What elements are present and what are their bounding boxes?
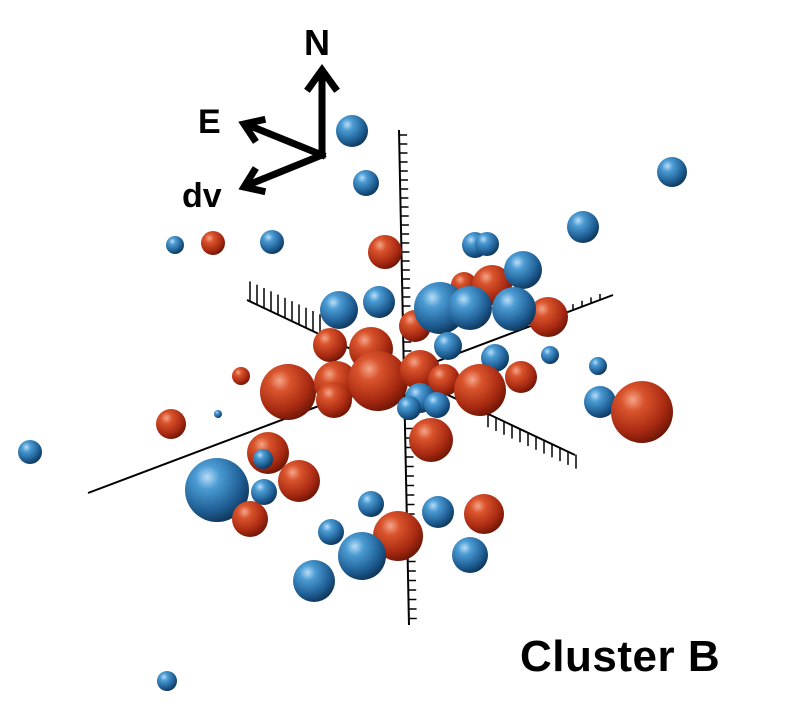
red-sphere — [232, 501, 268, 537]
blue-sphere — [424, 392, 450, 418]
red-sphere — [156, 409, 186, 439]
compass-north-label: N — [304, 22, 330, 63]
blue-sphere — [260, 230, 284, 254]
blue-sphere — [397, 396, 421, 420]
blue-sphere — [185, 458, 249, 522]
blue-sphere — [541, 346, 559, 364]
blue-sphere — [318, 519, 344, 545]
red-sphere — [313, 328, 347, 362]
blue-sphere — [434, 332, 462, 360]
red-sphere — [373, 511, 423, 561]
red-sphere — [611, 381, 673, 443]
blue-sphere — [452, 537, 488, 573]
red-sphere — [278, 460, 320, 502]
red-sphere — [368, 235, 402, 269]
compass-dv-label: dv — [182, 177, 222, 215]
axis-ticks — [249, 134, 601, 620]
blue-sphere — [422, 496, 454, 528]
blue-sphere — [481, 344, 509, 372]
blue-sphere — [293, 560, 335, 602]
blue-sphere — [336, 115, 368, 147]
blue-sphere — [492, 287, 536, 331]
blue-sphere — [214, 410, 222, 418]
blue-sphere — [353, 170, 379, 196]
blue-sphere — [567, 211, 599, 243]
compass-east-label: E — [198, 103, 221, 141]
blue-sphere — [448, 286, 492, 330]
cluster-label: Cluster B — [520, 632, 721, 681]
red-sphere — [348, 351, 408, 411]
red-sphere — [454, 364, 506, 416]
blue-sphere — [584, 386, 616, 418]
red-sphere — [528, 297, 568, 337]
blue-sphere — [320, 291, 358, 329]
blue-sphere — [475, 232, 499, 256]
blue-sphere — [504, 251, 542, 289]
red-sphere — [464, 494, 504, 534]
red-sphere — [316, 382, 352, 418]
blue-sphere — [589, 357, 607, 375]
red-sphere — [232, 367, 250, 385]
blue-sphere — [363, 286, 395, 318]
blue-sphere — [358, 491, 384, 517]
blue-sphere — [18, 440, 42, 464]
blue-sphere — [338, 532, 386, 580]
red-sphere — [428, 364, 460, 396]
compass — [238, 64, 340, 196]
blue-sphere — [157, 671, 177, 691]
blue-sphere — [657, 157, 687, 187]
red-sphere — [409, 418, 453, 462]
blue-sphere — [253, 449, 273, 469]
red-sphere — [260, 364, 316, 420]
blue-sphere — [251, 479, 277, 505]
blue-sphere — [166, 236, 184, 254]
red-sphere — [201, 231, 225, 255]
spheres — [18, 115, 687, 691]
red-sphere — [505, 361, 537, 393]
